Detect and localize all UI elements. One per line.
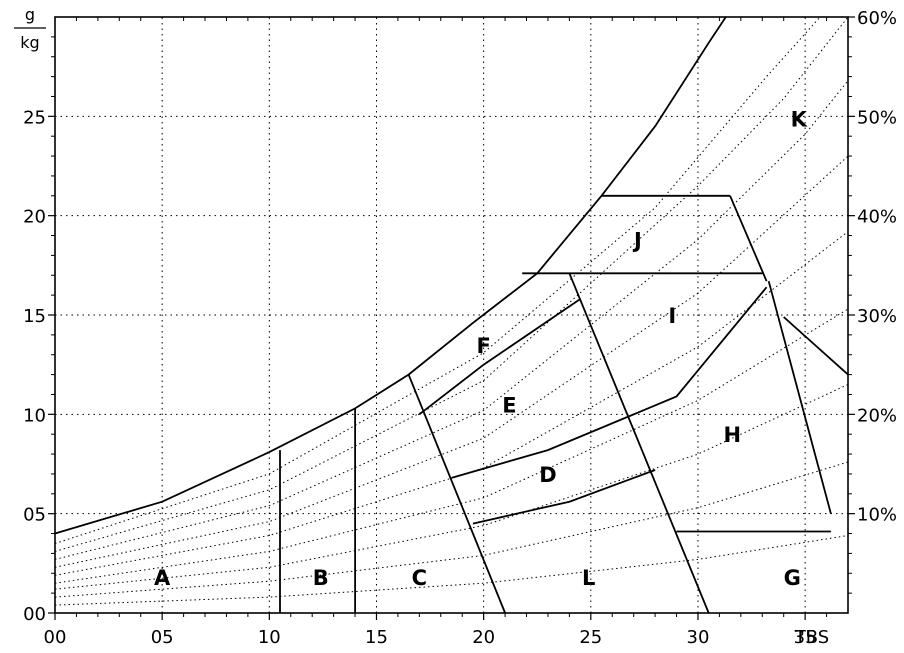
axis-labels: 00 05 10 15 20 25 30 35 00 05 10 15 20 25 10% 20% 30% 40%… — [23, 8, 897, 648]
y-unit-denominator: kg — [20, 33, 39, 52]
y-tick-label: 25 — [23, 107, 46, 128]
zone-boundary-ED_upper_rh — [418, 298, 581, 416]
saturation-curve — [54, 16, 727, 535]
x-tick-label: 35 — [794, 627, 817, 648]
axis-ticks — [48, 16, 855, 620]
rh-tick-label: 20% — [857, 405, 897, 426]
zone-boundaries — [279, 194, 849, 614]
x-tick-label: 10 — [258, 627, 281, 648]
zone-boundary-DE — [451, 286, 768, 479]
zone-label-F: F — [476, 334, 490, 358]
zone-label-I: I — [668, 304, 676, 328]
zone-label-G: G — [784, 566, 801, 590]
y-tick-label: 15 — [23, 306, 46, 327]
rh-curve-80 — [54, 16, 849, 552]
y-unit-numerator: g — [25, 5, 35, 24]
rh-tick-label: 10% — [857, 505, 897, 526]
zone-label-K: K — [791, 107, 808, 131]
zone-boundary-J_right — [729, 195, 768, 282]
rh-curve-70 — [54, 80, 849, 560]
zone-boundary-K_branch — [783, 316, 849, 376]
zone-label-L: L — [582, 566, 595, 590]
rh-tick-label: 40% — [857, 207, 897, 228]
rh-tick-label: 50% — [857, 107, 897, 128]
x-tick-label: 25 — [579, 627, 602, 648]
y-tick-label: 00 — [23, 604, 46, 625]
zone-label-J: J — [632, 229, 642, 253]
zone-label-A: A — [154, 566, 171, 590]
x-tick-label: 05 — [151, 627, 174, 648]
rh-tick-label: 60% — [857, 8, 897, 29]
x-tick-label: 00 — [44, 627, 67, 648]
zone-label-E: E — [502, 393, 516, 417]
zone-boundary-Dlower — [472, 469, 656, 525]
zone-boundary-HG_diag — [767, 280, 832, 514]
zone-boundary-CL — [407, 374, 506, 614]
grid-lines — [55, 17, 848, 613]
y-tick-label: 10 — [23, 405, 46, 426]
zone-label-H: H — [723, 423, 741, 447]
zone-label-C: C — [412, 566, 427, 590]
y-tick-label: 20 — [23, 207, 46, 228]
saturation-line — [54, 16, 727, 535]
x-tick-label: 15 — [365, 627, 388, 648]
x-tick-label: 30 — [687, 627, 710, 648]
y-unit-label: g kg — [14, 5, 46, 52]
rh-curve-20 — [54, 461, 849, 598]
x-tick-label: 20 — [472, 627, 495, 648]
rh-curve-40 — [54, 308, 849, 584]
x-axis-title: TBS — [794, 627, 829, 648]
rh-tick-label: 30% — [857, 306, 897, 327]
y-tick-label: 05 — [23, 505, 46, 526]
zone-boundary-LI_diag — [568, 272, 710, 614]
zone-label-D: D — [539, 463, 556, 487]
zone-label-B: B — [313, 566, 329, 590]
zone-labels: A B C D E F G H I J K L — [154, 107, 808, 590]
